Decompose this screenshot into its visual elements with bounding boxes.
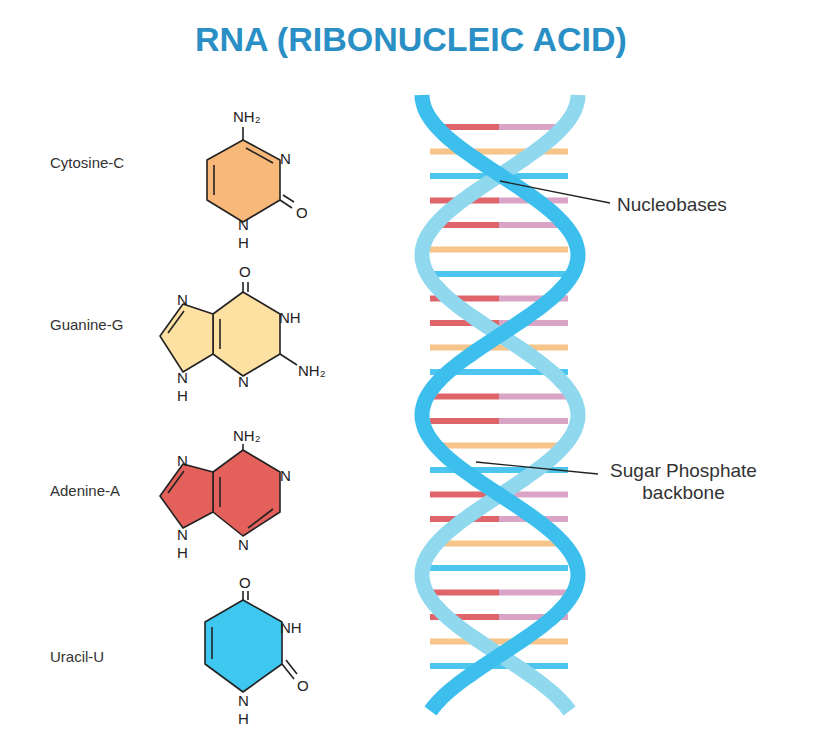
- atom-label: N: [237, 692, 250, 709]
- atom-label: O: [296, 677, 310, 694]
- illustration-part: [500, 181, 610, 203]
- illustration-part: [248, 509, 273, 528]
- illustration-part: [283, 195, 294, 202]
- sugar-phosphate-backbone: [422, 95, 578, 711]
- base-name: Adenine-A: [50, 482, 120, 499]
- illustration-part: [207, 140, 280, 222]
- atom-label: N: [176, 291, 189, 308]
- atom-label: H: [237, 234, 250, 251]
- atom-label: N: [176, 526, 189, 543]
- illustration-part: [422, 95, 578, 711]
- illustration-part: [242, 444, 244, 450]
- illustration-part: [280, 354, 297, 365]
- atom-label: N: [237, 536, 250, 553]
- illustration-part: [168, 311, 184, 333]
- callout-label: Sugar Phosphate backbone: [596, 460, 771, 504]
- illustration-part: [242, 591, 244, 600]
- illustration-part: [160, 464, 213, 528]
- illustration-part: [476, 181, 610, 474]
- illustration-part: [160, 304, 213, 372]
- illustration-part: [286, 660, 297, 674]
- illustration-part: [499, 418, 568, 424]
- illustration-part: [246, 148, 273, 163]
- illustration-part: [160, 282, 297, 376]
- atom-label: H: [237, 710, 250, 727]
- illustration-part: [160, 444, 280, 536]
- atom-label: O: [238, 574, 252, 591]
- illustration-part: [205, 591, 297, 692]
- title: RNA (RIBONUCLEIC ACID): [195, 20, 627, 59]
- illustration-part: [219, 477, 221, 507]
- atom-label: NH: [279, 619, 303, 636]
- illustration-part: [282, 664, 294, 679]
- illustration-part: [207, 127, 294, 222]
- atom-label: N: [279, 150, 292, 167]
- atom-label: NH₂: [232, 108, 262, 125]
- illustration-part: [280, 200, 292, 208]
- illustration-part: [476, 462, 598, 474]
- illustration-part: [247, 282, 249, 292]
- base-name: Guanine-G: [50, 316, 123, 333]
- atom-label: NH₂: [297, 362, 327, 379]
- atom-label: O: [295, 204, 309, 221]
- atom-label: N: [176, 452, 189, 469]
- illustration-part: [213, 292, 280, 376]
- atom-label: O: [238, 263, 252, 280]
- illustration-part: [430, 590, 499, 596]
- illustration-part: [242, 282, 244, 292]
- illustration-part: [168, 471, 184, 493]
- illustration-part: [205, 600, 282, 692]
- atom-label: NH: [278, 309, 302, 326]
- illustration-part: [430, 418, 499, 424]
- illustration-part: [211, 627, 213, 659]
- illustration-part: [499, 565, 568, 571]
- illustration-part: [430, 271, 499, 277]
- illustration-part: [499, 247, 568, 253]
- base-name: Uracil-U: [50, 648, 104, 665]
- illustration-part: [219, 319, 221, 349]
- illustration-part: [499, 394, 568, 400]
- atom-label: H: [176, 387, 189, 404]
- atom-label: N: [279, 467, 292, 484]
- illustration-part: [422, 95, 578, 711]
- illustration-part: [242, 127, 244, 140]
- base-name: Cytosine-C: [50, 154, 124, 171]
- illustration-part: [430, 247, 499, 253]
- atom-label: H: [176, 544, 189, 561]
- illustration-part: [499, 590, 568, 596]
- illustration-part: [247, 591, 249, 600]
- illustration-part: [430, 394, 499, 400]
- atom-label: NH₂: [232, 427, 262, 444]
- illustration-part: [430, 565, 499, 571]
- illustration-part: [213, 165, 215, 195]
- atom-label: N: [176, 369, 189, 386]
- callout-label: Nucleobases: [617, 194, 727, 216]
- illustration-part: [213, 450, 280, 536]
- illustration-part: [499, 271, 568, 277]
- atom-label: N: [237, 216, 250, 233]
- atom-label: N: [237, 373, 250, 390]
